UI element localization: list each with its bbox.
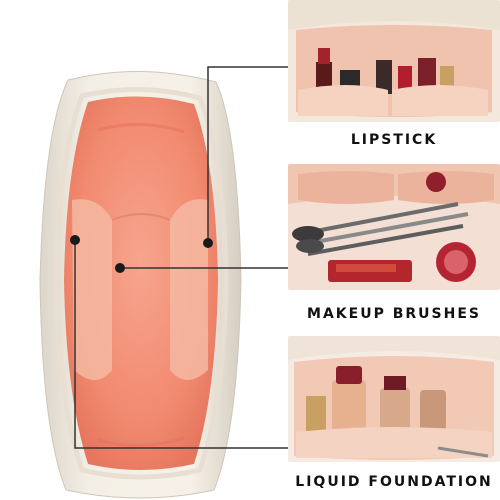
callout-dot-foundation xyxy=(70,235,80,245)
open-pouch-image xyxy=(38,70,243,500)
makeup-brushes-photo xyxy=(288,164,500,290)
callout-dot-lipstick xyxy=(203,238,213,248)
lipstick-label: LIPSTICK xyxy=(350,132,438,148)
callout-line-foundation xyxy=(74,240,288,449)
makeup-brushes-label: MAKEUP BRUSHES xyxy=(307,306,481,322)
liquid-foundation-label: LIQUID FOUNDATION xyxy=(295,474,493,490)
callout-line-lipstick xyxy=(207,66,288,243)
liquid-foundation-photo xyxy=(288,336,500,462)
callout-dot-brushes xyxy=(115,263,125,273)
lipstick-photo xyxy=(288,0,500,122)
